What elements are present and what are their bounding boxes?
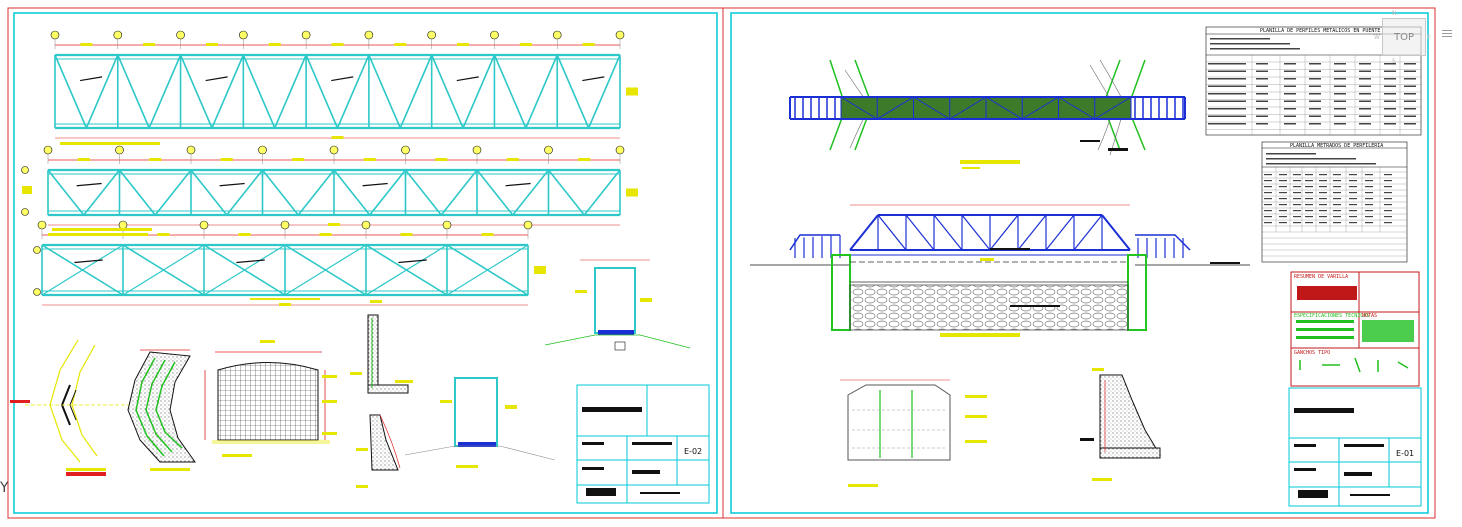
title-block-e02[interactable]: E-02 (576, 384, 710, 504)
specifications-panel[interactable]: RESUMEN DE VARILLA ESPECIFICACIONES TECN… (1290, 271, 1420, 387)
viewcube-south[interactable]: S (1392, 58, 1396, 65)
sheet-code-e01: E-01 (1396, 449, 1414, 458)
viewcube-north[interactable]: N (1392, 10, 1397, 17)
truss-plan-3[interactable] (33, 220, 547, 306)
retaining-wall-section-1[interactable] (350, 300, 413, 394)
frame-section-1[interactable] (544, 259, 691, 351)
wall-rebar-grid[interactable] (204, 340, 337, 457)
sheet-e02: E-02 (7, 7, 724, 519)
sheet-code-e02: E-02 (684, 447, 702, 456)
curved-abutment-plan-1[interactable] (10, 339, 130, 476)
sheet-e01-frame (730, 12, 1429, 514)
frame-section-2[interactable] (404, 377, 556, 468)
sheet-e02-frame (13, 12, 718, 514)
specs-title: RESUMEN DE VARILLA (1294, 274, 1348, 280)
notes-title: NOTAS (1362, 313, 1377, 319)
tech-specs-title: ESPECIFICACIONES TECNICAS (1294, 313, 1369, 319)
table1-title: PLANILLA DE PERFILES METALICOS EN PUENTE (1260, 28, 1380, 34)
abutment-elevation[interactable] (840, 379, 987, 487)
truss2-label (52, 228, 152, 231)
truss1-label (60, 142, 160, 145)
sheet-e01: PLANILLA DE PERFILES METALICOS EN PUENTE… (722, 7, 1436, 519)
ucs-y-axis-icon: Y (0, 480, 9, 496)
viewcube-menu-icon[interactable] (1442, 30, 1452, 38)
abutment-section[interactable] (1080, 368, 1161, 481)
quantity-table[interactable]: PLANILLA METRADOS DE PERFILERIA (1261, 141, 1408, 263)
sheet-e01-border (722, 7, 1436, 519)
table2-title: PLANILLA METRADOS DE PERFILERIA (1290, 143, 1383, 149)
truss-elevation-2[interactable] (21, 145, 639, 226)
retaining-wall-section-2[interactable] (356, 414, 401, 488)
hooks-title: GANCHOS TIPO (1294, 350, 1330, 356)
viewcube-east[interactable]: E (1427, 34, 1431, 41)
curved-abutment-plan-2[interactable] (127, 349, 196, 471)
viewcube-top-button[interactable]: TOP (1382, 18, 1426, 56)
viewcube-west[interactable]: W (1374, 34, 1380, 41)
bridge-plan-view[interactable] (789, 59, 1186, 169)
truss-elevation-1[interactable] (50, 30, 638, 139)
title-block-e01[interactable]: E-01 (1288, 387, 1422, 507)
bridge-elevation-view[interactable] (750, 204, 1250, 337)
truss3-label (250, 298, 320, 300)
